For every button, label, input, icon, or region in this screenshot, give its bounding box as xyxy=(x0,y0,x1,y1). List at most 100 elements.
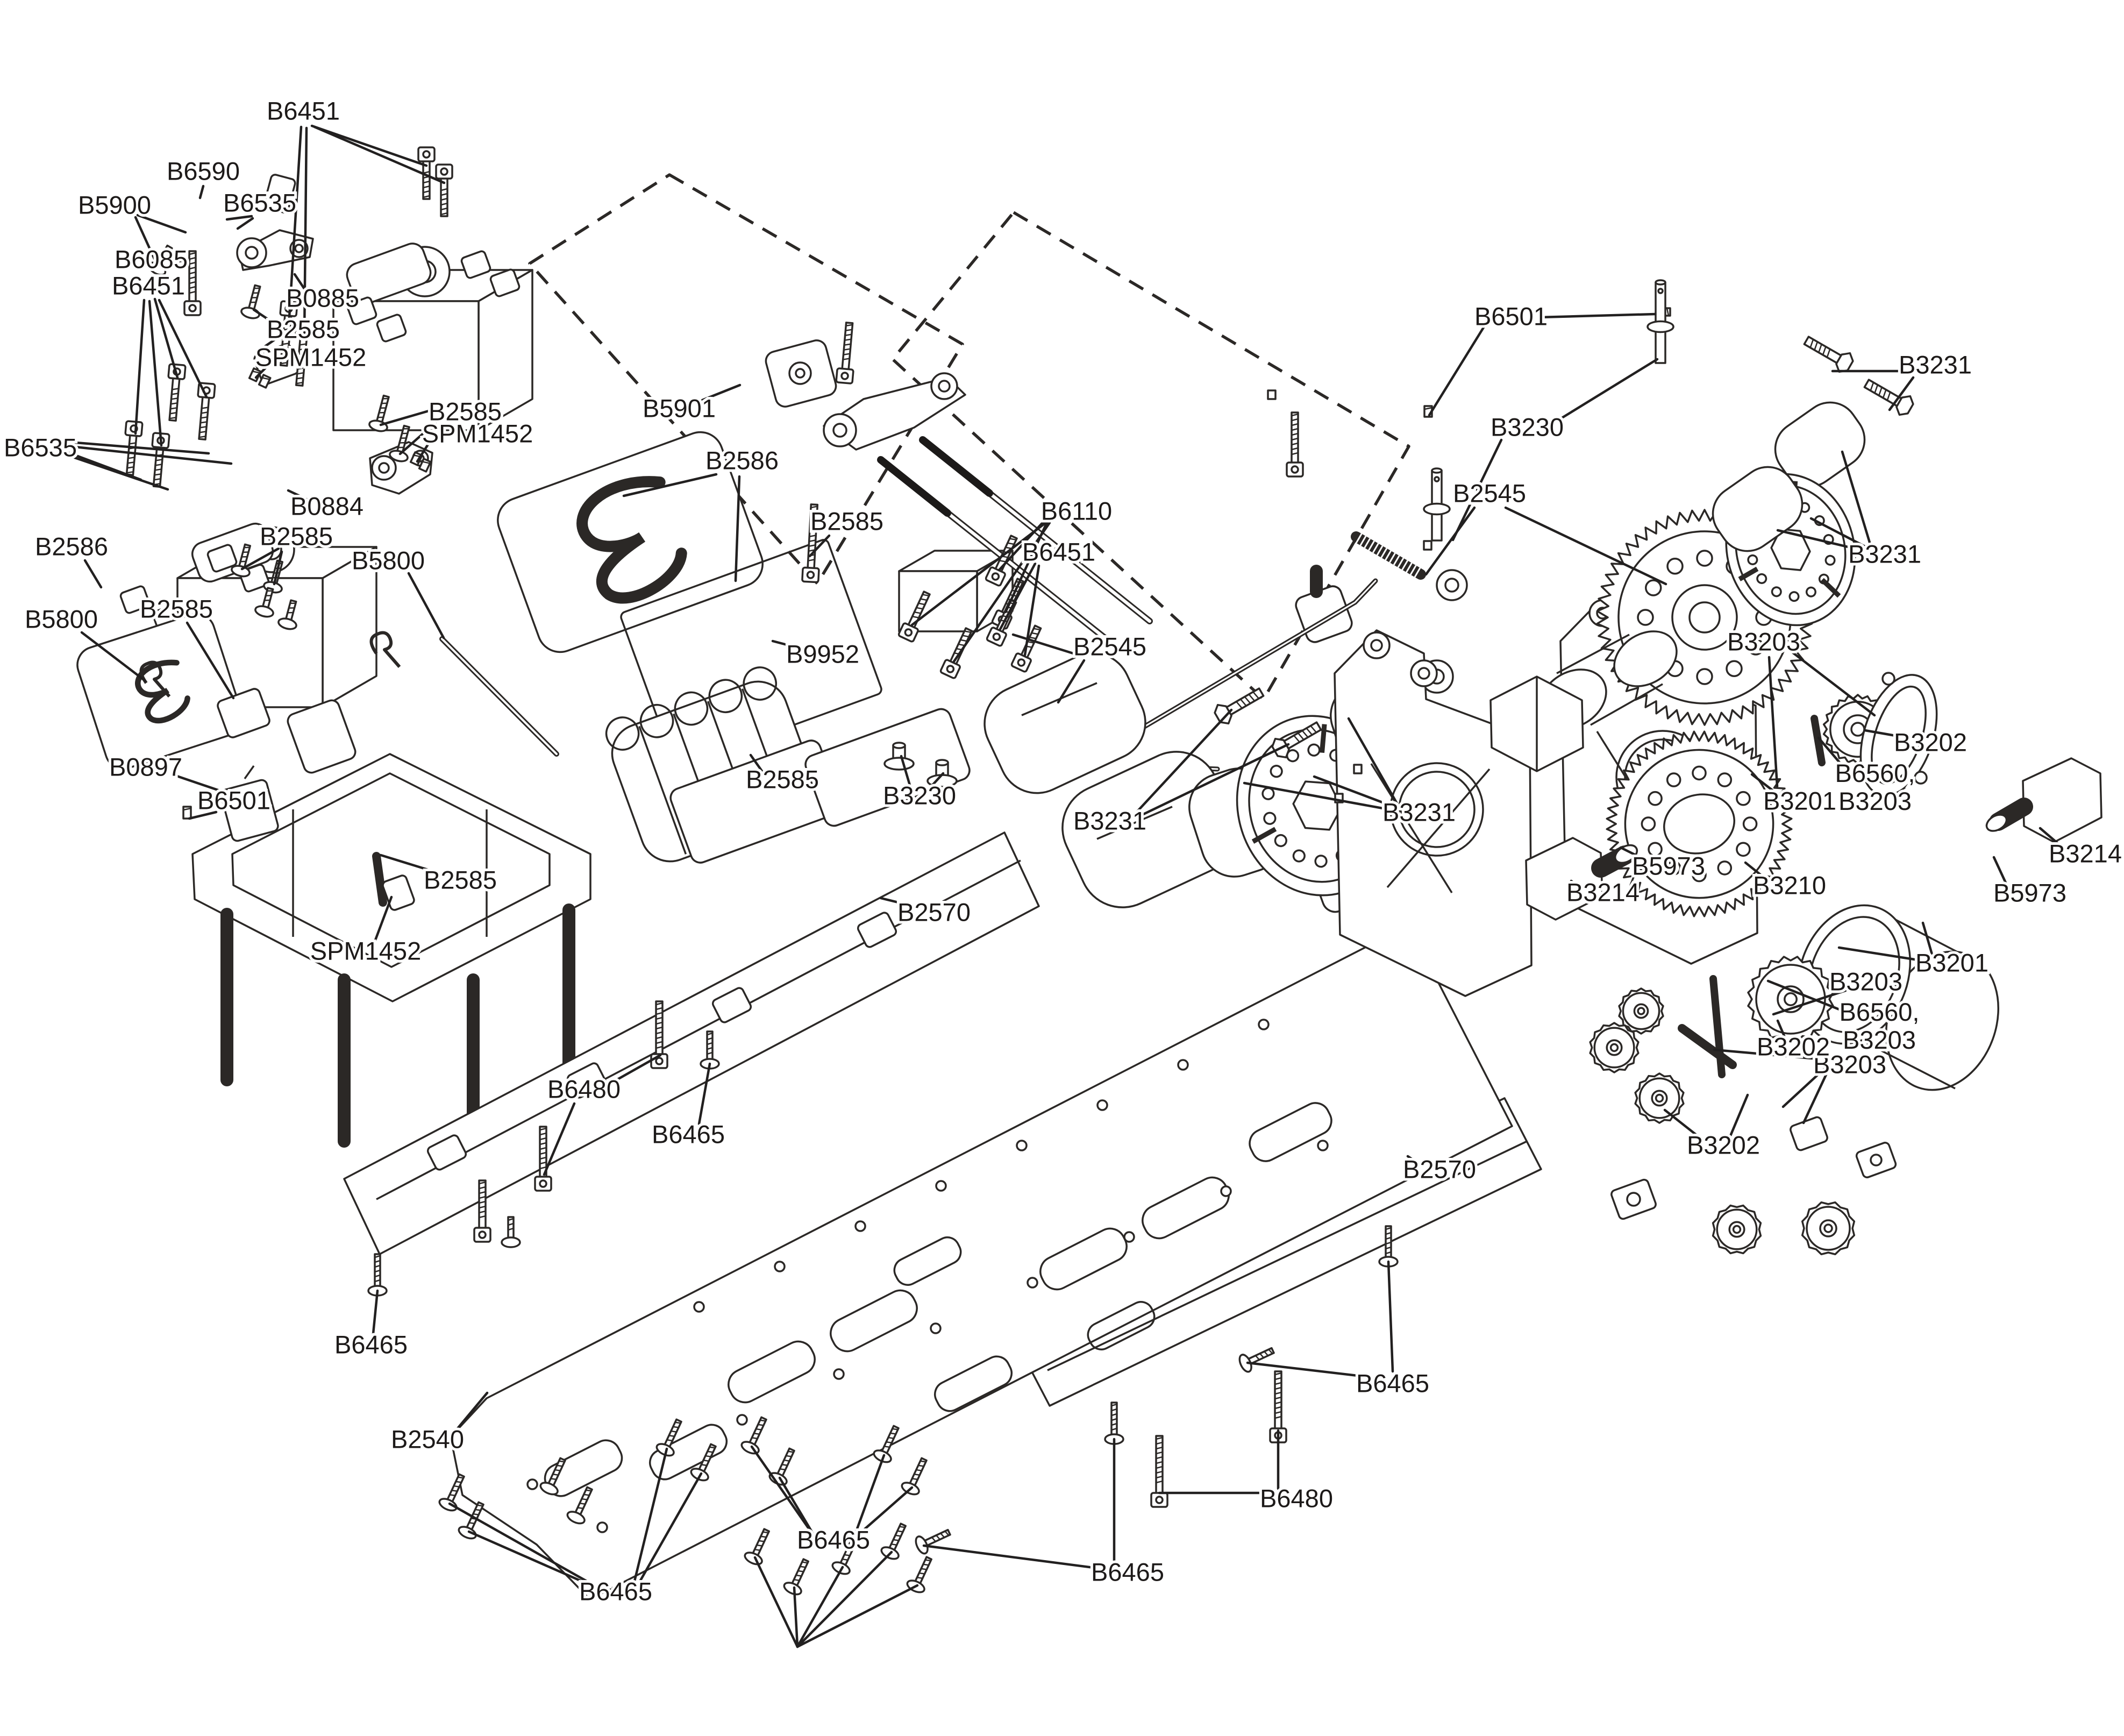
hardware-set xyxy=(1267,389,1277,400)
leader-line xyxy=(900,755,911,787)
part-label: B5973 xyxy=(1993,878,2066,907)
leader-line xyxy=(467,1530,595,1588)
part-label: B3202 xyxy=(1894,728,1967,756)
hardware-set xyxy=(258,374,272,389)
leader-line xyxy=(1921,921,1934,958)
leader-line xyxy=(793,1586,799,1648)
leader-line xyxy=(2039,827,2064,849)
leader-line xyxy=(753,1556,799,1648)
hardware-cap xyxy=(473,1179,491,1243)
leader-line xyxy=(186,621,235,700)
part-label: SPM1452 xyxy=(255,343,366,371)
leader-line xyxy=(1776,529,1861,551)
leader-line xyxy=(1406,1155,1419,1164)
hardware-cap xyxy=(183,250,202,316)
hardware-cap xyxy=(1150,1435,1168,1508)
leader-line xyxy=(453,1391,489,1433)
part-label: B6465 xyxy=(1091,1557,1164,1586)
leader-line xyxy=(1663,1108,1702,1140)
part-label: B2586 xyxy=(35,532,108,560)
part-label: B6590 xyxy=(167,156,240,185)
part-label: B6465 xyxy=(797,1525,870,1554)
leader-line xyxy=(153,297,179,379)
leader-line xyxy=(80,631,147,682)
leader-line xyxy=(1744,861,1769,881)
hardware-flat xyxy=(368,394,390,432)
leader-line xyxy=(1817,736,1851,776)
leader-line xyxy=(1504,506,1667,586)
leader-line xyxy=(750,1445,812,1533)
leader-line xyxy=(1767,656,1779,788)
part-label: B5800 xyxy=(25,604,98,633)
hardware-flat xyxy=(690,1443,717,1482)
part-label: SPM1452 xyxy=(422,419,533,447)
part-label: B2570 xyxy=(1403,1155,1476,1183)
hardware-post xyxy=(1423,467,1451,542)
part-label: B6560,B3203 xyxy=(1835,759,1915,815)
part-label: B3231 xyxy=(1073,806,1146,835)
leader-line xyxy=(1729,1093,1749,1137)
leader-line xyxy=(1619,846,1648,862)
part-label: B2585 xyxy=(746,765,819,793)
leader-lines xyxy=(67,124,2064,1648)
part-label: B6465 xyxy=(334,1330,408,1358)
hardware-flat xyxy=(147,244,173,276)
leader-line xyxy=(225,215,253,221)
leader-line xyxy=(148,300,163,447)
part-label: B6480 xyxy=(547,1075,621,1103)
part-label: B3231 xyxy=(1848,539,1921,568)
hardware-cap xyxy=(167,363,187,422)
leader-line xyxy=(374,895,393,942)
part-label: B2585 xyxy=(424,865,497,894)
part-label: B3231 xyxy=(1899,350,1972,379)
part-label: B3203 xyxy=(1813,1050,1886,1078)
leader-line xyxy=(407,572,445,639)
part-label: B3230 xyxy=(1491,412,1564,441)
leader-line xyxy=(1424,506,1476,576)
part-label: B3202 xyxy=(1757,1032,1830,1061)
leader-line xyxy=(1888,376,1915,411)
leader-line xyxy=(1809,517,1866,548)
leader-line xyxy=(879,897,913,907)
leader-line xyxy=(259,334,282,351)
part-label: B3201 xyxy=(1915,948,1988,977)
hardware-cap xyxy=(650,1000,668,1069)
part-label: B3203 xyxy=(1829,967,1902,995)
hardware-bolt xyxy=(1214,687,1265,725)
leader-line xyxy=(372,1289,379,1335)
hardware-flat xyxy=(539,1457,566,1496)
part-label: B6535 xyxy=(223,188,296,217)
hardware-flat xyxy=(1238,1347,1275,1373)
leader-line xyxy=(83,559,103,589)
part-label: B5800 xyxy=(352,546,425,574)
leader-line xyxy=(778,1476,815,1535)
hardware-flat xyxy=(906,1556,932,1593)
leader-line xyxy=(1243,781,1393,812)
hardware-set xyxy=(182,806,192,820)
leader-line xyxy=(637,1472,703,1585)
part-label: B2585 xyxy=(810,507,883,535)
hardware-flat xyxy=(915,1528,951,1555)
leader-line xyxy=(134,216,158,265)
leader-line xyxy=(1537,312,1657,319)
hardware-cap xyxy=(124,420,144,476)
part-label: B6560,B3203 xyxy=(1840,998,1920,1054)
leader-line xyxy=(796,1550,893,1648)
part-label: B6451 xyxy=(112,271,185,300)
hardware-flat xyxy=(277,599,297,630)
part-label: B6480 xyxy=(1260,1484,1333,1512)
part-label: B0885 xyxy=(286,283,359,312)
part-label: B2585 xyxy=(140,594,213,623)
hardware-flat xyxy=(655,1418,682,1457)
leader-line xyxy=(198,184,205,200)
leader-line xyxy=(999,562,1037,631)
part-label: B2540 xyxy=(391,1425,464,1453)
hardware-cap xyxy=(897,590,931,643)
leader-line xyxy=(1387,1260,1394,1373)
leader-line xyxy=(67,440,210,455)
leader-line xyxy=(997,516,1049,572)
leader-line xyxy=(808,534,831,558)
leader-line xyxy=(1134,708,1233,815)
leader-line xyxy=(252,308,281,329)
